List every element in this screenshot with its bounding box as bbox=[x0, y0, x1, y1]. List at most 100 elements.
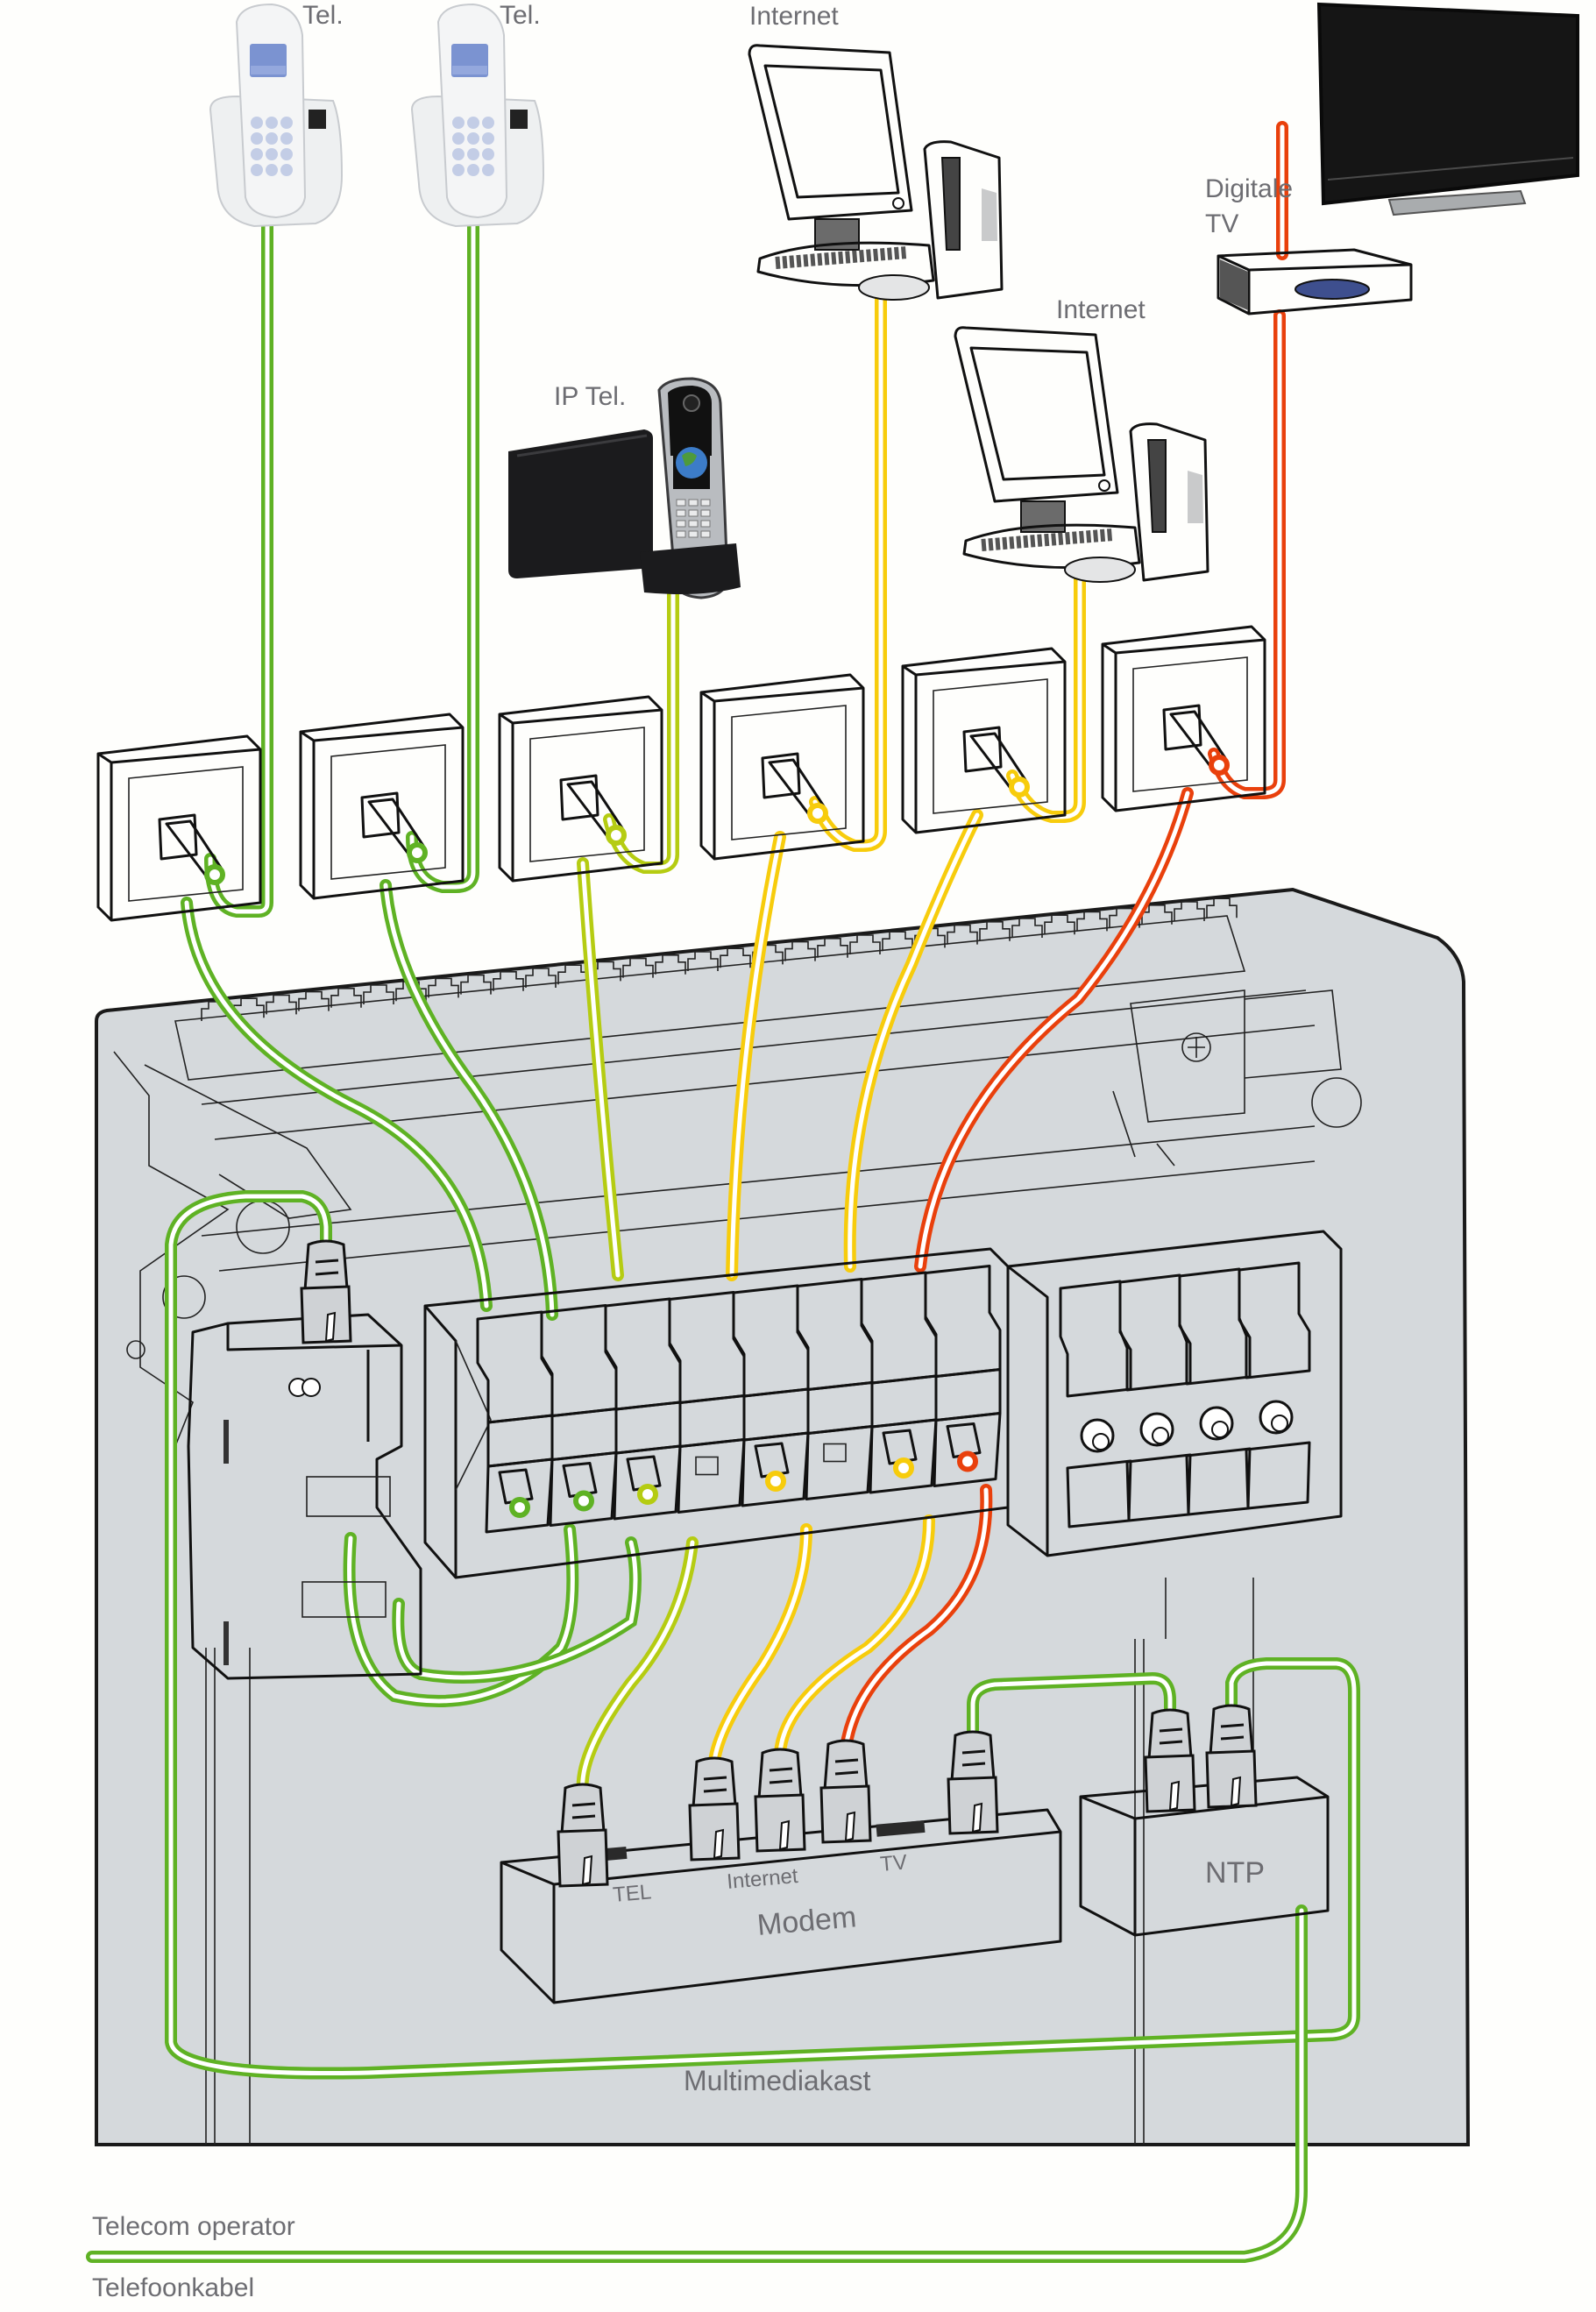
plug-boot bbox=[950, 1730, 996, 1783]
label-digitale-tv-line2: TV bbox=[1205, 209, 1238, 238]
rail-tooth bbox=[493, 971, 524, 991]
plug-boot bbox=[1209, 1704, 1254, 1756]
modem-plug-ntp bbox=[947, 1730, 999, 1835]
rail-tooth bbox=[1206, 897, 1238, 918]
cable-core bbox=[812, 287, 883, 848]
wall-outlet-2 bbox=[299, 713, 465, 900]
modem-port-label-tel: TEL bbox=[612, 1880, 652, 1907]
rail-tooth bbox=[979, 921, 1011, 941]
module-bottom bbox=[869, 1418, 938, 1494]
rj45-plug bbox=[754, 1442, 790, 1479]
wall-outlet-3 bbox=[498, 695, 663, 883]
splitter-plug-top bbox=[300, 1239, 352, 1344]
modem-plug-tel bbox=[557, 1783, 609, 1888]
module-bottom bbox=[485, 1457, 554, 1534]
rail-tooth bbox=[428, 977, 459, 998]
label-internet-1: Internet bbox=[749, 2, 839, 31]
outlet-plate bbox=[330, 744, 446, 880]
dect-phone-1 bbox=[209, 3, 344, 228]
rail-tooth bbox=[233, 997, 265, 1018]
ip-phone bbox=[508, 377, 741, 599]
plug-boot bbox=[957, 1450, 978, 1472]
rj45-plug bbox=[882, 1429, 918, 1465]
outlet-frame bbox=[498, 695, 663, 883]
wall-outlet-6 bbox=[1101, 625, 1266, 812]
outlet-plate bbox=[529, 727, 645, 862]
empty-port bbox=[823, 1443, 847, 1463]
f-connector-tip bbox=[1152, 1427, 1169, 1444]
label-digitale-tv-line1: Digitale bbox=[1205, 174, 1293, 203]
outlet-frame bbox=[299, 713, 465, 900]
cabinet-top-rail bbox=[174, 915, 1246, 1081]
cable-core bbox=[970, 1676, 1173, 1742]
rail-teeth bbox=[201, 897, 1238, 1021]
outlet-jack bbox=[158, 813, 198, 861]
module-bottom bbox=[933, 1412, 1002, 1487]
rail-tooth bbox=[1044, 914, 1075, 935]
modem-port-label-tv: TV bbox=[879, 1850, 908, 1876]
telephone-distribution-module bbox=[187, 1313, 422, 1680]
cable-core bbox=[208, 221, 270, 914]
outlet-frame bbox=[699, 673, 865, 861]
cable-outlet-3-to-panel bbox=[577, 857, 624, 1281]
plug-boot bbox=[692, 1756, 737, 1809]
outlet-frame bbox=[901, 647, 1067, 834]
plug-body bbox=[754, 1793, 806, 1853]
outlet-jack bbox=[761, 752, 801, 799]
rail-tooth bbox=[784, 940, 816, 961]
rail-tooth bbox=[363, 984, 394, 1004]
rj45-plugs bbox=[300, 1239, 1258, 1888]
module-bottom bbox=[549, 1451, 618, 1527]
modem-plug-internet-2 bbox=[754, 1748, 806, 1853]
cable-core bbox=[580, 861, 621, 1278]
label-telecom-operator: Telecom operator bbox=[92, 2212, 295, 2241]
cable-core bbox=[843, 1487, 989, 1751]
rail-tooth bbox=[655, 954, 686, 975]
outlet-plate bbox=[128, 766, 244, 902]
module-bottom bbox=[613, 1444, 682, 1521]
f-connector-tip bbox=[1092, 1433, 1110, 1450]
patch-panel-to-modem-tv bbox=[840, 1484, 993, 1755]
outlet-jack bbox=[559, 774, 599, 821]
outlet-frame bbox=[96, 734, 262, 922]
ntp-box: NTP bbox=[1079, 1776, 1330, 1937]
rj45-plug bbox=[946, 1422, 982, 1458]
module-top bbox=[1238, 1261, 1311, 1379]
cable-sheath bbox=[204, 217, 273, 918]
label-tel-1: Tel. bbox=[302, 1, 344, 30]
outlet-plate bbox=[1132, 656, 1248, 792]
cable-outlet-5-to-panel bbox=[843, 809, 983, 1273]
plug-boot bbox=[823, 1739, 869, 1791]
patch-panel-to-modem-internet-2 bbox=[774, 1514, 935, 1759]
plug-body bbox=[819, 1784, 872, 1844]
plug-body bbox=[1205, 1749, 1258, 1809]
cable-telecom-operator-to-ntp bbox=[86, 1904, 1308, 2263]
rail-tooth bbox=[460, 974, 492, 995]
plug-boot bbox=[606, 825, 627, 846]
computer-2 bbox=[954, 326, 1209, 583]
cable-core bbox=[848, 812, 980, 1269]
modem-plug-internet-1 bbox=[688, 1756, 741, 1862]
plug-boot bbox=[1209, 755, 1230, 776]
cable-core bbox=[712, 1527, 809, 1764]
cable-outlet-6-to-panel bbox=[914, 787, 1194, 1273]
empty-port bbox=[695, 1456, 719, 1476]
rj45-plug bbox=[626, 1455, 662, 1492]
modem-plug-tv bbox=[819, 1739, 872, 1844]
plug-boot bbox=[303, 1239, 349, 1292]
plug-body bbox=[1144, 1754, 1196, 1813]
rail-tooth bbox=[817, 938, 848, 958]
label-tel-2: Tel. bbox=[500, 1, 541, 30]
patch-panel-to-modem-internet-1 bbox=[708, 1523, 812, 1768]
cable-core bbox=[168, 1194, 1357, 2076]
modem: TEL Internet TV Modem bbox=[500, 1808, 1062, 2004]
rail-tooth bbox=[298, 990, 330, 1011]
cable-core bbox=[580, 1540, 695, 1795]
cabinet-body bbox=[95, 887, 1471, 2146]
rail-tooth bbox=[330, 988, 362, 1008]
right-din-clamp bbox=[1112, 989, 1362, 1167]
rail-tooth bbox=[266, 994, 297, 1015]
left-bracket bbox=[113, 1051, 230, 1447]
f-connector-tip bbox=[1211, 1421, 1229, 1438]
cable-core bbox=[383, 883, 555, 1317]
